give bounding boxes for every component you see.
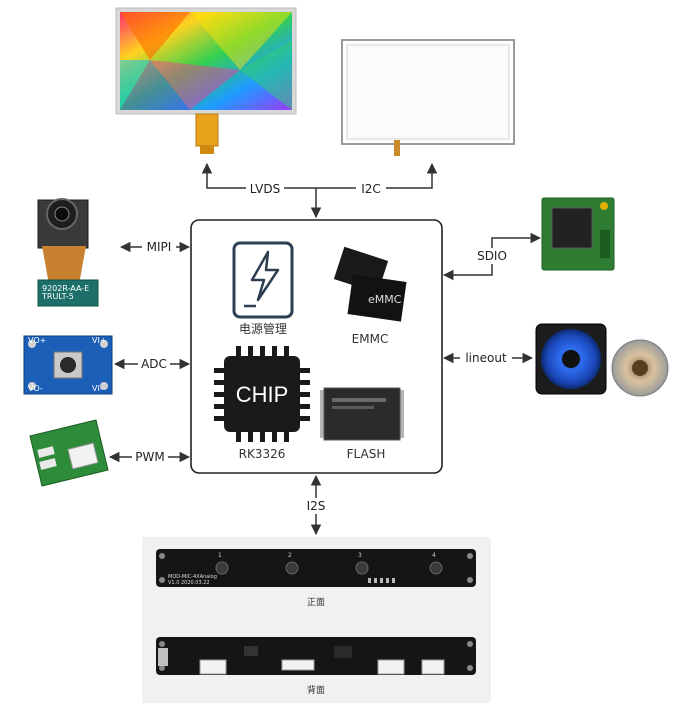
- wifi-module-image: [541, 197, 615, 271]
- camera-module-image: 9202R-AA-E TRULT-5: [37, 198, 99, 307]
- touch-panel-image: [341, 39, 515, 156]
- adc-pin-vo-plus: VO+: [28, 336, 46, 345]
- i2c-label: I2C: [361, 182, 381, 196]
- camera-marking-2: TRULT-5: [41, 292, 74, 301]
- chip-text: CHIP: [236, 382, 289, 407]
- adc-pin-vi-plus: VI+: [92, 336, 107, 345]
- adc-button-board-image: VO+ VI+ VO- VI-: [23, 335, 113, 395]
- pwm-board-image: [29, 419, 109, 487]
- mipi-label: MIPI: [147, 240, 172, 254]
- lineout-label: lineout: [465, 351, 507, 365]
- soc-label: RK3326: [239, 447, 286, 461]
- lvds-label: LVDS: [250, 182, 280, 196]
- adc-pin-vi-minus: VI-: [92, 384, 103, 393]
- cpu-chip-icon: [214, 346, 310, 442]
- i2s-label: I2S: [307, 499, 326, 513]
- flash-chip-image: [320, 387, 404, 441]
- mic-board-name: MOD-MIC-4XAnalog: [168, 574, 217, 580]
- speaker-image: [535, 323, 669, 397]
- mic-board-version: V1.0 2020.03.22: [168, 580, 210, 586]
- front-side-label: 正面: [307, 597, 325, 608]
- emmc-label: EMMC: [352, 332, 389, 346]
- mic-number-3: 3: [358, 552, 362, 559]
- lcd-display-image: [115, 7, 297, 154]
- sdio-label: SDIO: [477, 249, 507, 263]
- adc-pin-vo-minus: VO-: [28, 384, 43, 393]
- mic-array-board-image: 1 2 3 4 MOD-MIC-4XAnalog V1.0 2020.03.22…: [142, 537, 491, 703]
- top-bus-line: [201, 162, 438, 189]
- pwm-label: PWM: [135, 450, 164, 464]
- adc-label: ADC: [141, 357, 167, 371]
- mic-number-4: 4: [432, 552, 436, 559]
- soc-core-box: [190, 219, 443, 474]
- power-management-icon: [232, 241, 294, 319]
- camera-marking: 9202R-AA-E: [42, 284, 89, 293]
- emmc-chip-image: eMMC: [333, 246, 407, 322]
- back-side-label: 背面: [307, 684, 325, 696]
- flash-label: FLASH: [347, 447, 386, 461]
- power-management-label: 电源管理: [239, 321, 287, 336]
- mic-number-2: 2: [288, 552, 292, 559]
- emmc-logo: eMMC: [368, 293, 402, 306]
- mic-number-1: 1: [218, 552, 222, 559]
